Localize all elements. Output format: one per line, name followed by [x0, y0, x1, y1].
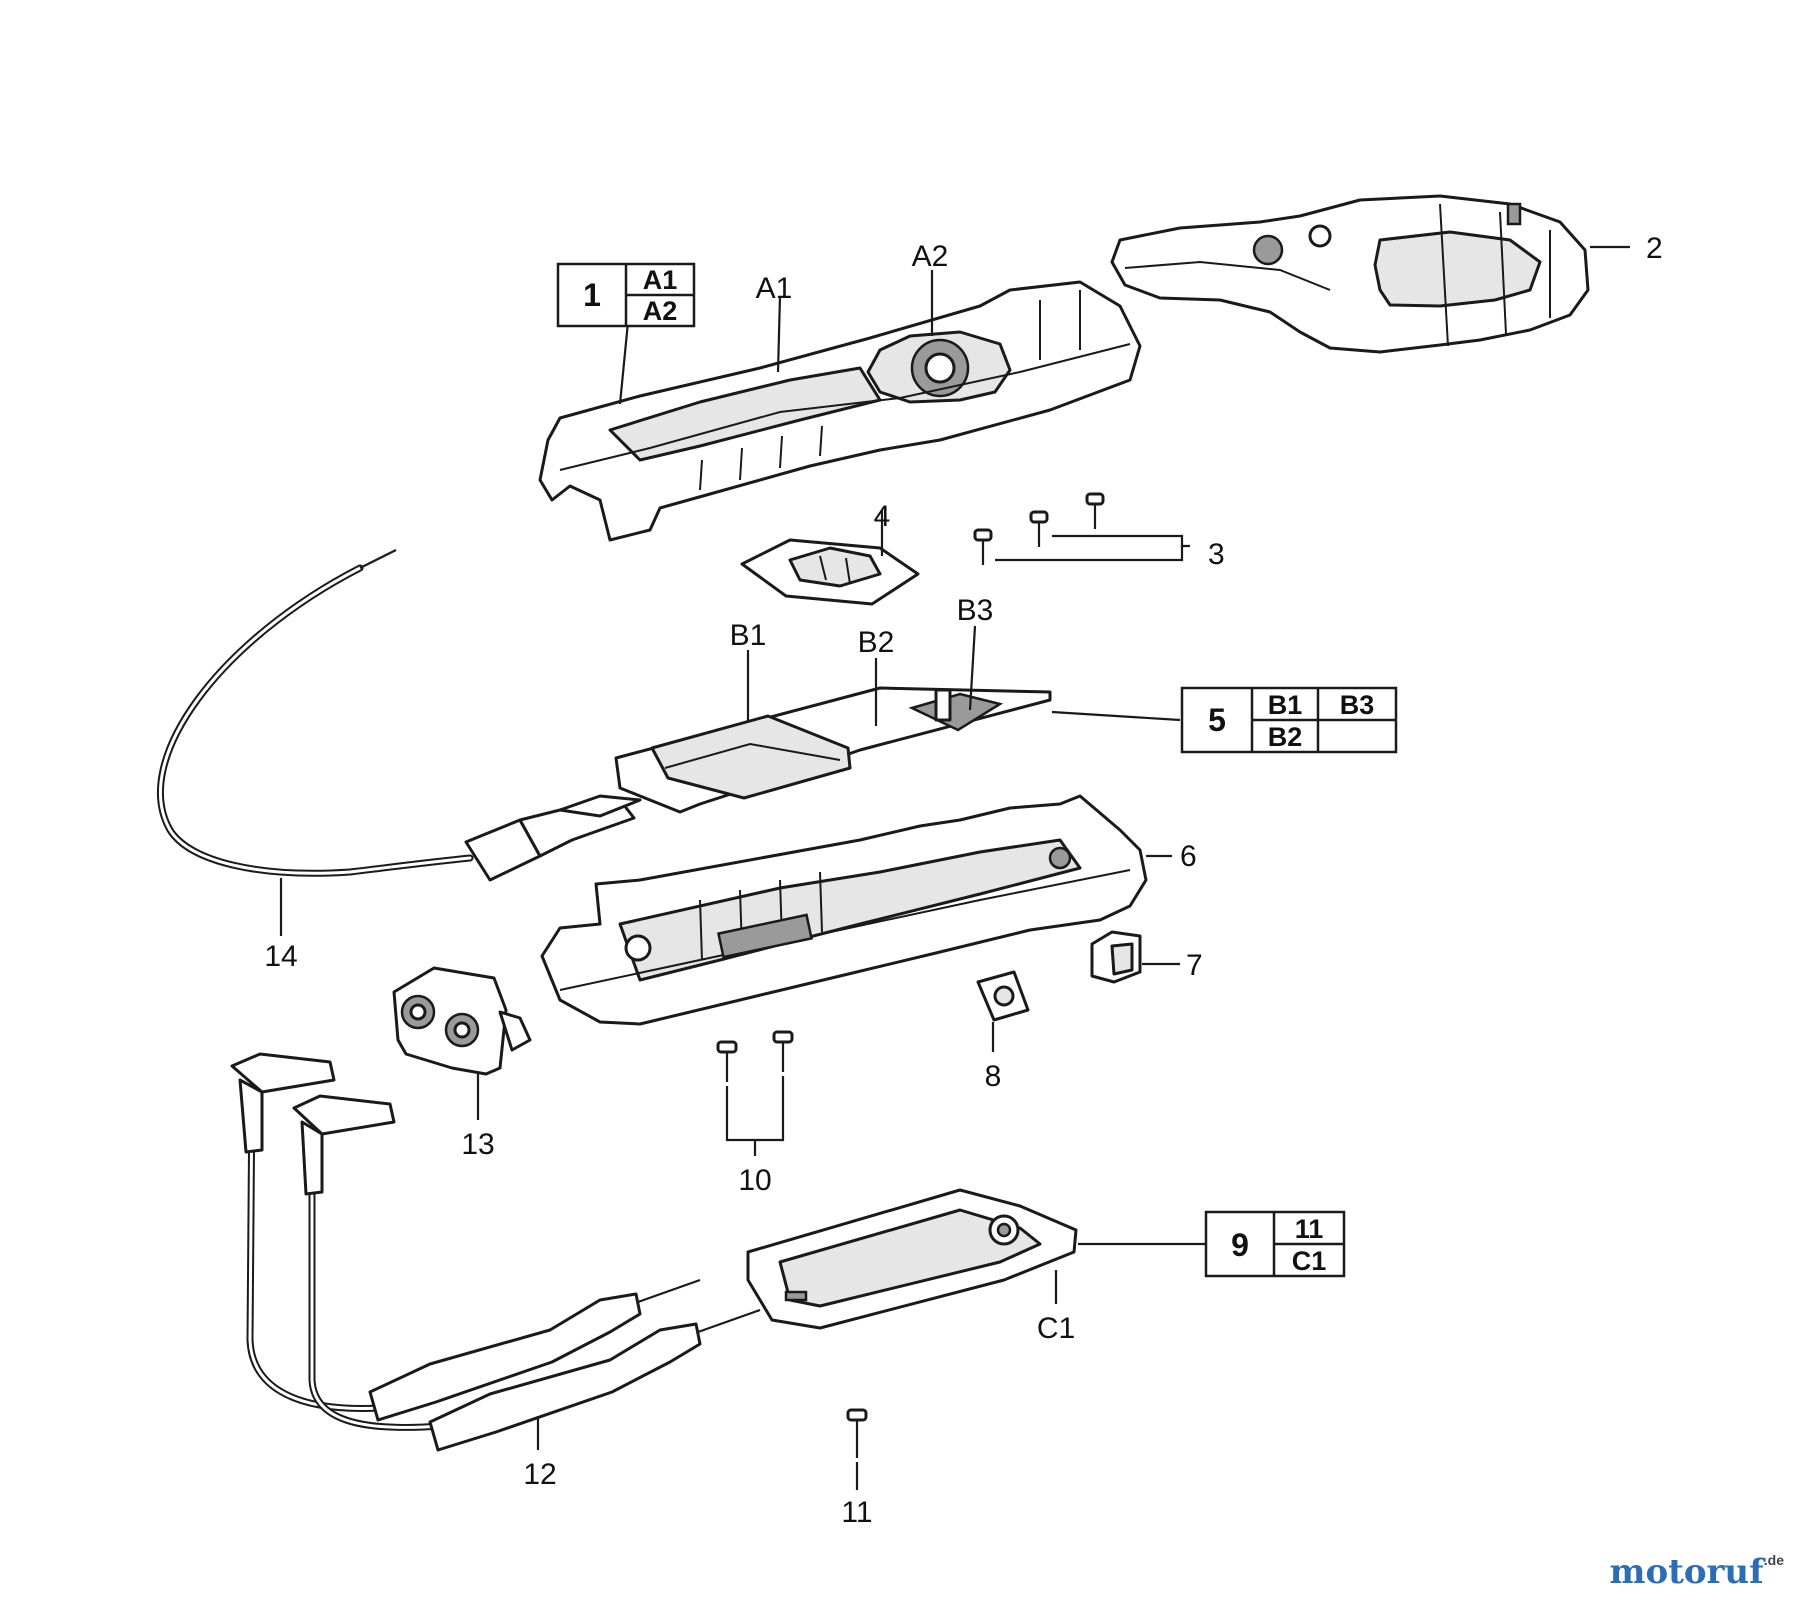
- test-lead-cable-14[interactable]: [157, 549, 642, 882]
- small-cap-part-7[interactable]: [1090, 930, 1142, 984]
- top-housing-part[interactable]: [538, 280, 1142, 542]
- bottom-housing-part[interactable]: [540, 794, 1148, 1026]
- callout-a1: A1: [756, 272, 793, 305]
- callout-b3: B3: [957, 594, 994, 627]
- callout-8: 8: [985, 1060, 1002, 1093]
- callout-10: 10: [738, 1164, 771, 1197]
- callout-11: 11: [841, 1496, 872, 1529]
- callout-c1: C1: [1037, 1312, 1075, 1345]
- box9-row1: 11: [1295, 1214, 1324, 1244]
- box5-number: 5: [1208, 702, 1226, 738]
- leader-lines: [279, 245, 1630, 1490]
- assembly-box-9: 9 11 C1: [1204, 1210, 1346, 1278]
- callout-b1: B1: [730, 619, 767, 652]
- screw-set-10[interactable]: [716, 1030, 794, 1082]
- watermark-logo: motoruf.de: [1609, 1552, 1784, 1592]
- watermark-text: motoruf: [1609, 1552, 1764, 1592]
- clamp-jaw-part[interactable]: [1110, 194, 1590, 354]
- circuit-board-part[interactable]: [614, 686, 1052, 814]
- callout-3: 3: [1208, 538, 1225, 571]
- jack-block-part-13[interactable]: [392, 966, 532, 1076]
- box5-row1-right: B3: [1340, 690, 1375, 720]
- callout-4: 4: [874, 500, 891, 533]
- box5-row1-left: B1: [1268, 690, 1303, 720]
- callout-2: 2: [1646, 232, 1663, 265]
- box9-number: 9: [1231, 1227, 1249, 1263]
- battery-cover-part-9[interactable]: [746, 1188, 1078, 1330]
- watermark-suffix: .de: [1763, 1552, 1784, 1568]
- callout-6: 6: [1180, 840, 1197, 873]
- screw-11[interactable]: [846, 1408, 868, 1458]
- callout-13: 13: [461, 1128, 494, 1161]
- slider-part[interactable]: [740, 538, 920, 606]
- assembly-box-5: 5 B1 B3 B2: [1180, 686, 1398, 754]
- box9-row2: C1: [1292, 1246, 1327, 1276]
- callout-a2: A2: [912, 240, 949, 273]
- push-button-part-8[interactable]: [976, 970, 1030, 1022]
- screw-set-3[interactable]: [973, 492, 1105, 565]
- box1-row2: A2: [643, 296, 678, 326]
- box1-row1: A1: [643, 265, 678, 295]
- test-probes-part-12[interactable]: [230, 1052, 761, 1452]
- assembly-box-1: 1 A1 A2: [556, 262, 696, 328]
- callout-b2: B2: [858, 626, 895, 659]
- callout-labels: A1 A2 2 3 4 B1 B2 B3 6 7 8 14 13 10 C1 1…: [264, 232, 1662, 1529]
- callout-12: 12: [523, 1458, 556, 1491]
- callout-7: 7: [1186, 949, 1203, 982]
- box1-number: 1: [583, 277, 601, 313]
- callout-14: 14: [264, 940, 297, 973]
- box5-row2-left: B2: [1268, 722, 1303, 752]
